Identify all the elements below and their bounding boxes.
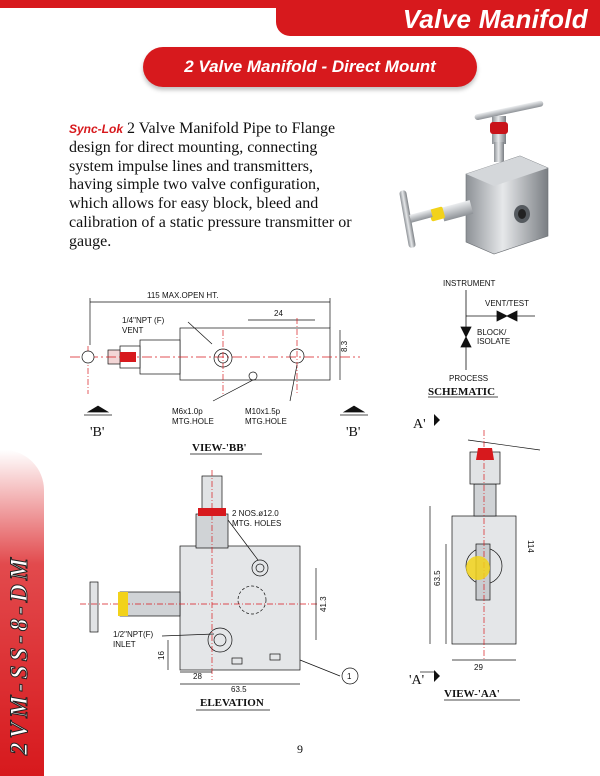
dim-63-5-aa: 63.5 xyxy=(433,570,442,586)
m10-label: M10x1.5p xyxy=(245,407,281,416)
schematic-instrument: INSTRUMENT xyxy=(443,279,496,288)
section-b-left: 'B' xyxy=(90,425,104,440)
schematic-block: BLOCK/ xyxy=(477,328,507,337)
dim-41-3: 41.3 xyxy=(319,596,328,612)
elev-inlet-label: 1/2"NPT(F) xyxy=(113,630,154,639)
dim-29: 29 xyxy=(474,663,483,672)
vent-cap-red xyxy=(120,352,136,362)
elev-inlet-label-2: INLET xyxy=(113,640,136,649)
section-b-right: 'B' xyxy=(346,425,360,440)
elev-holes-label: 2 NOS.ø12.0 xyxy=(232,509,279,518)
header-title-tab: Valve Manifold xyxy=(276,2,600,36)
vent-label-2: VENT xyxy=(122,326,143,335)
dim-28: 28 xyxy=(193,672,202,681)
side-gradient-bar xyxy=(0,450,44,776)
schematic-isolate: ISOLATE xyxy=(477,337,510,346)
elevation-cap-red xyxy=(198,508,226,516)
section-a-top: A' xyxy=(413,417,426,432)
m10-label-2: MTG.HOLE xyxy=(245,417,287,426)
dim-8-3: 8.3 xyxy=(340,340,349,352)
schematic-process: PROCESS xyxy=(449,374,488,383)
dim-24: 24 xyxy=(274,309,283,318)
brand-logo: Sync-Lok xyxy=(69,122,124,136)
dim-114: 114 xyxy=(526,540,535,553)
m6-label: M6x1.0p xyxy=(172,407,203,416)
view-bb-caption: VIEW-'BB' xyxy=(192,442,247,454)
schematic-vent-test: VENT/TEST xyxy=(485,299,529,308)
section-a-bottom: 'A' xyxy=(409,673,424,688)
section-subtitle: 2 Valve Manifold - Direct Mount xyxy=(143,47,477,87)
product-photo xyxy=(399,100,549,255)
elevation-cap-yellow xyxy=(118,592,128,616)
dim-open-height: 115 MAX.OPEN HT. xyxy=(147,291,218,300)
vent-label: 1/4"NPT (F) xyxy=(122,316,165,325)
balloon-number: 1 xyxy=(347,672,352,681)
view-aa-caption: VIEW-'AA' xyxy=(444,688,500,700)
elev-holes-label-2: MTG. HOLES xyxy=(232,519,281,528)
schematic-caption: SCHEMATIC xyxy=(428,386,495,398)
m6-label-2: MTG.HOLE xyxy=(172,417,214,426)
dim-63-5-elev: 63.5 xyxy=(231,685,247,694)
product-description: Sync-Lok 2 Valve Manifold Pipe to Flange… xyxy=(69,120,354,252)
part-number-label: 2VM-SS-8-DM xyxy=(6,554,34,756)
dim-16: 16 xyxy=(157,651,166,660)
description-text: 2 Valve Manifold Pipe to Flange design f… xyxy=(69,120,352,250)
elevation-caption: ELEVATION xyxy=(200,697,264,709)
page-title: Valve Manifold xyxy=(402,4,588,34)
page-number: 9 xyxy=(297,742,303,756)
